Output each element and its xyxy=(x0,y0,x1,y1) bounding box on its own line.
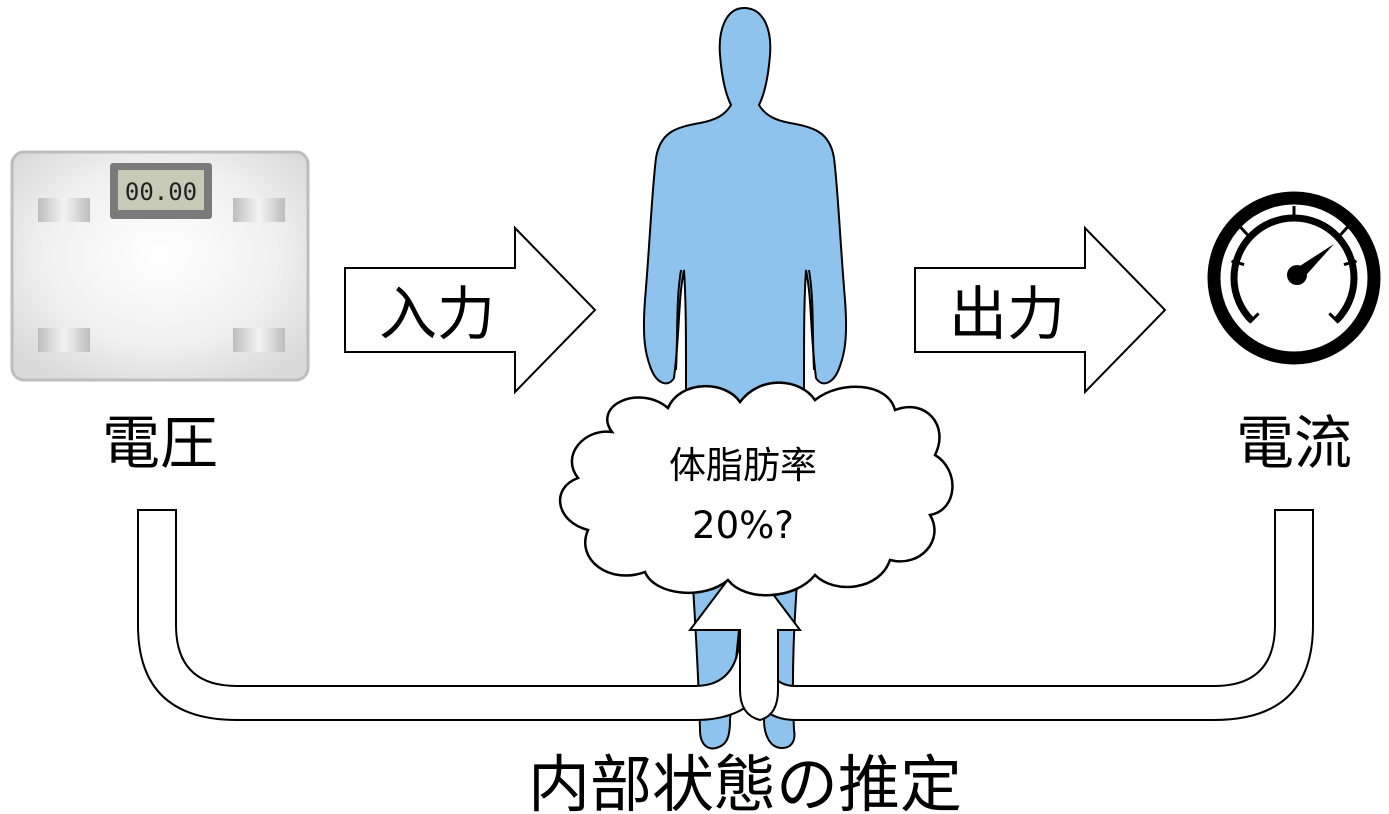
scale-display-value: 00.00 xyxy=(125,178,197,206)
gauge-tick xyxy=(1237,223,1252,239)
current-label: 電流 xyxy=(1236,409,1352,477)
scale-pad-top-left xyxy=(38,198,90,222)
ammeter-gauge-icon xyxy=(1207,191,1381,365)
gauge-tick xyxy=(1231,259,1245,267)
left-arm-inner-line xyxy=(675,269,682,371)
gauge-tick xyxy=(1343,259,1357,267)
scale-pad-bottom-left xyxy=(38,328,90,352)
gauge-tick xyxy=(1336,223,1351,239)
gauge-tick xyxy=(1248,312,1260,324)
input-arrow: 入力 xyxy=(344,225,597,395)
right-arm-inner-line xyxy=(808,269,815,371)
bottom-caption: 内部状態の推定 xyxy=(528,748,962,814)
thought-cloud: 体脂肪率 20%? xyxy=(558,381,954,597)
gauge-pivot xyxy=(1287,265,1307,285)
up-arrow-to-cloud xyxy=(687,555,803,722)
gauge-tick xyxy=(1328,312,1340,324)
output-arrow: 出力 xyxy=(914,225,1167,395)
cloud-text-line2: 20%? xyxy=(692,504,794,547)
input-arrow-shape xyxy=(344,225,597,395)
output-arrow-shape xyxy=(914,225,1167,395)
input-arrow-label: 入力 xyxy=(379,280,495,348)
cloud-shape xyxy=(558,381,954,597)
gauge-ticks xyxy=(1231,206,1357,324)
scale-pad-top-right xyxy=(233,198,285,222)
voltage-label: 電圧 xyxy=(102,409,218,477)
scale-pad-bottom-right xyxy=(233,328,285,352)
scale-display-screen xyxy=(118,170,204,210)
cloud-text-line1: 体脂肪率 xyxy=(669,444,817,487)
estimation-loop-arrows xyxy=(137,509,1314,722)
output-arrow-label: 出力 xyxy=(949,280,1065,348)
bathroom-scale-icon: 00.00 xyxy=(10,150,310,382)
